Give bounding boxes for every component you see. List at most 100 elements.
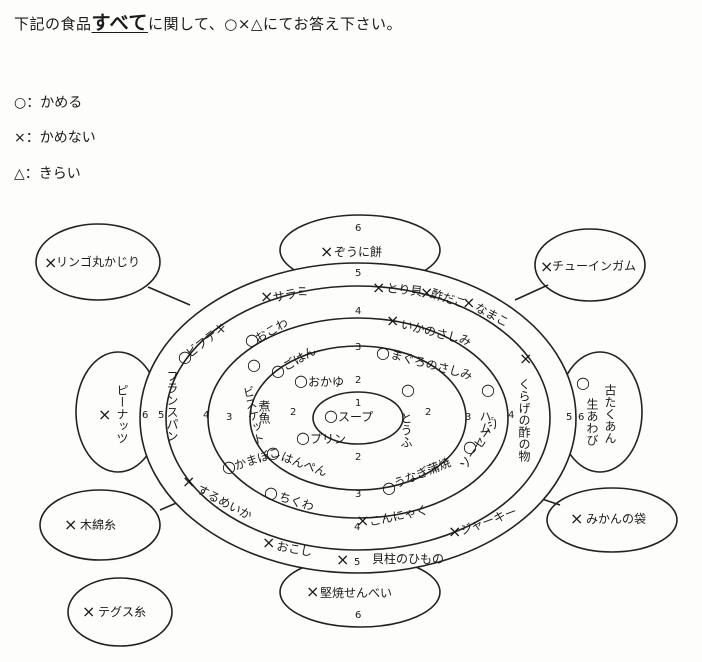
outside-ellipse-apple — [35, 223, 161, 301]
food-label: リンゴ丸かじり — [56, 254, 140, 269]
ring-number: 4 — [203, 410, 209, 421]
ring-number: 4 — [354, 522, 360, 533]
connector-line — [514, 284, 549, 301]
legend-symbol: △ — [14, 166, 25, 182]
header-text-after: に関して、○×△にてお答え下さい。 — [147, 15, 402, 33]
ring-number: 5 — [354, 557, 360, 568]
answer-mark: × — [82, 602, 95, 621]
answer-mark: × — [182, 472, 195, 491]
food-label: 古たくあん — [603, 383, 617, 444]
food-label: ピーナッツ — [115, 384, 129, 444]
outside-ellipse-gum — [534, 228, 646, 302]
ring-number: 5 — [158, 410, 164, 421]
answer-mark: × — [64, 515, 77, 534]
food-label: ぞうに餅 — [334, 244, 382, 259]
food-label: おかゆ — [308, 375, 344, 389]
answer-mark: × — [336, 550, 349, 569]
legend-dislike: △：きらい — [14, 166, 81, 182]
header-emphasis: すべて — [91, 12, 148, 34]
ring-number: 3 — [355, 489, 361, 500]
food-label: プリン — [310, 432, 346, 446]
food-label: おこし — [275, 539, 313, 559]
answer-mark: × — [570, 509, 583, 528]
answer-mark: × — [98, 405, 111, 424]
ring-number: 4 — [355, 306, 361, 317]
answer-mark: ○ — [266, 443, 280, 462]
legend-label: かめる — [40, 95, 83, 111]
ring-number: 6 — [142, 410, 148, 421]
food-label: くらげの酢の物 — [517, 378, 531, 462]
answer-mark: × — [540, 257, 553, 276]
food-label: ハム — [478, 410, 492, 434]
ring-number: 2 — [290, 407, 296, 418]
answer-mark: ○ — [324, 406, 338, 425]
ring-number: 3 — [226, 412, 232, 423]
ring-2-outline — [249, 345, 467, 491]
legend-cannot-chew: ×：かめない — [14, 130, 96, 146]
ring-1-outline — [312, 391, 404, 445]
answer-mark: ○ — [463, 437, 477, 456]
answer-mark: × — [356, 511, 369, 530]
ring-number: 6 — [355, 610, 361, 621]
answer-mark: × — [448, 522, 461, 541]
answer-mark: ○ — [382, 478, 396, 497]
ring-number: 6 — [578, 412, 584, 423]
food-label: みかんの袋 — [586, 512, 646, 526]
outside-ellipse-tegusu — [67, 577, 173, 647]
ring-number: 6 — [355, 223, 361, 234]
food-label: 生あわび — [585, 398, 599, 446]
outside-ellipse-mikan — [546, 487, 678, 553]
answer-mark: × — [519, 349, 532, 368]
answer-mark: ○ — [296, 428, 310, 447]
header-text-before: 下記の食品 — [14, 15, 92, 33]
food-label: スープ — [338, 410, 373, 424]
ring-number: 1 — [355, 398, 361, 409]
ring-number: 5 — [355, 268, 361, 279]
answer-mark: ○ — [294, 371, 308, 390]
answer-mark: ○ — [576, 373, 590, 392]
ring-number: 4 — [508, 410, 514, 421]
food-label: テグス糸 — [98, 605, 146, 619]
answer-mark: × — [320, 242, 333, 261]
food-label: チューインガム — [552, 259, 636, 273]
food-label: 木綿糸 — [80, 518, 116, 532]
instruction-header: 下記の食品すべてに関して、○×△にてお答え下さい。 — [14, 8, 402, 35]
food-label: とり貝 — [386, 281, 423, 299]
ring-number: 3 — [355, 342, 361, 353]
answer-mark: × — [386, 311, 399, 330]
answer-mark: ○ — [245, 330, 259, 349]
legend-symbol: ○ — [14, 95, 27, 111]
food-label: 堅焼せんべい — [320, 586, 392, 600]
answer-mark: ○ — [222, 457, 236, 476]
answer-mark: ○ — [247, 355, 261, 374]
legend-can-chew: ○：かめる — [14, 95, 83, 111]
ring-number: 2 — [355, 452, 361, 463]
legend-symbol: × — [14, 130, 26, 146]
answer-mark: ○ — [376, 343, 390, 362]
answer-mark: ○ — [178, 347, 192, 366]
ring-5-outline — [139, 262, 577, 574]
answer-mark: ○ — [264, 483, 278, 502]
answer-mark: ○ — [271, 361, 285, 380]
answer-mark: × — [260, 287, 273, 306]
ring-number: 2 — [425, 407, 431, 418]
food-label: 貝柱のひもの — [372, 551, 444, 566]
ring-number: 5 — [566, 412, 572, 423]
answer-mark: × — [420, 283, 433, 302]
answer-mark: × — [306, 582, 319, 601]
answer-mark: × — [372, 278, 385, 297]
answer-mark: × — [44, 253, 57, 272]
answer-mark: × — [462, 293, 475, 312]
answer-mark: ○ — [481, 380, 495, 399]
food-label: とうふ — [399, 412, 413, 448]
food-label: フランスパン — [165, 370, 179, 442]
ring-3-outline — [207, 317, 509, 519]
ring-number: 2 — [355, 375, 361, 386]
food-label: 煮魚 — [257, 400, 271, 425]
ring-4-outline — [165, 285, 551, 551]
legend-label: きらい — [38, 166, 81, 182]
legend-label: かめない — [39, 130, 96, 146]
connector-line — [147, 286, 191, 306]
answer-mark: ○ — [401, 380, 415, 399]
